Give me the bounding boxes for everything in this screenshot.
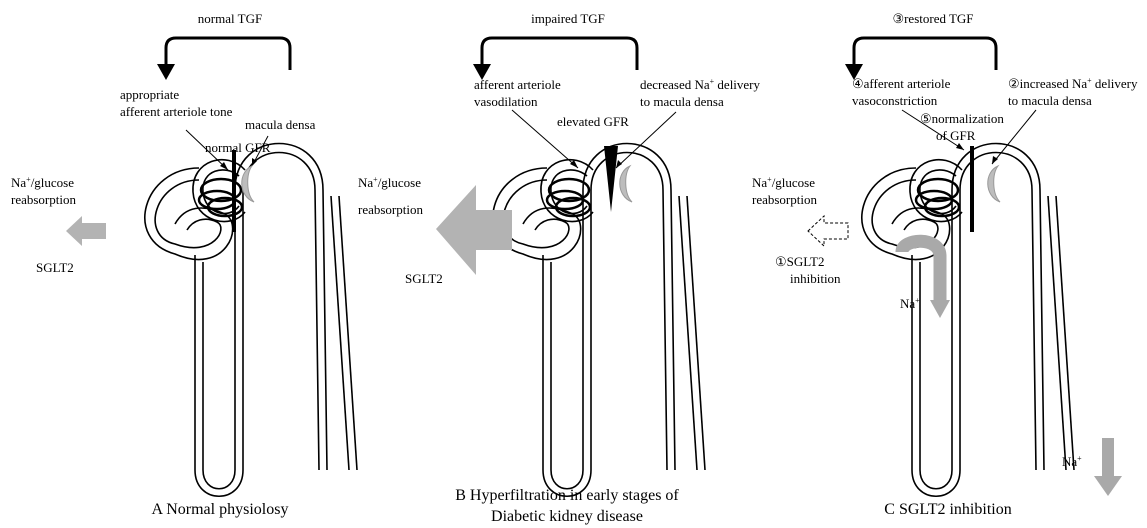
gfr-label-b: elevated GFR	[557, 114, 629, 129]
reabs-label-a-1: Na+/glucose	[11, 175, 74, 190]
nephron-c	[862, 144, 1074, 497]
excretion-arrow-shaft-c	[1102, 438, 1114, 478]
tgf-label-b: impaired TGF	[531, 11, 605, 26]
aff-label-b-1: afferent arteriole	[474, 77, 561, 92]
sglt2-label-a: SGLT2	[36, 260, 74, 275]
caption-b-2: Diabetic kidney disease	[491, 508, 643, 525]
panel-a: normal TGF appropriate afferent arteriol…	[11, 11, 357, 518]
reabs-label-b-1: Na+/glucose	[358, 175, 421, 190]
reabs-label-b-2: reabsorption	[358, 202, 423, 217]
gfr-label-c-1: ⑤normalization	[920, 111, 1004, 126]
inh-label-c-2: inhibition	[790, 271, 841, 286]
panel-b: impaired TGF afferent arteriole vasodila…	[358, 11, 761, 525]
na-label-c-2: Na+	[1062, 454, 1082, 469]
macula-densa-b	[620, 166, 632, 202]
tgf-label-c: ③restored TGF	[892, 11, 973, 26]
macula-densa-label-a: macula densa	[245, 117, 316, 132]
caption-c: C SGLT2 inhibition	[884, 501, 1011, 518]
tgf-label-a: normal TGF	[198, 11, 262, 26]
inh-label-c-1: ①SGLT2	[775, 254, 824, 269]
nephron-a	[145, 144, 357, 497]
dec-label-b-2: to macula densa	[640, 94, 724, 109]
dec-label-b-1: decreased Na+ delivery	[640, 77, 761, 92]
na-flow-arrowhead-c	[930, 300, 950, 318]
inc-label-c-1: ②increased Na+ delivery	[1008, 76, 1138, 91]
dilated-afferent-b	[604, 146, 618, 212]
reabs-label-a-2: reabsorption	[11, 192, 76, 207]
na-label-c-1: Na+	[900, 296, 920, 311]
tone-label-a-1: appropriate	[120, 87, 179, 102]
reabs-label-c-2: reabsorption	[752, 192, 817, 207]
panel-c: ③restored TGF ④afferent arteriole vasoco…	[752, 11, 1138, 518]
macula-densa-c	[988, 166, 1000, 202]
reabsorption-arrow-b	[436, 185, 512, 275]
na-flow-arrow-c	[902, 241, 940, 300]
nephron-b	[493, 144, 705, 497]
reabs-label-c-1: Na+/glucose	[752, 175, 815, 190]
caption-b-1: B Hyperfiltration in early stages of	[455, 487, 679, 504]
aff-label-c-2: vasoconstriction	[852, 93, 938, 108]
inc-label-c-2: to macula densa	[1008, 93, 1092, 108]
aff-label-c-1: ④afferent arteriole	[852, 76, 951, 91]
aff-label-b-2: vasodilation	[474, 94, 538, 109]
reduced-reabsorption-arrow-c	[808, 216, 848, 246]
gfr-label-a: normal GFR	[205, 140, 271, 155]
tone-label-a-2: afferent arteriole tone	[120, 104, 233, 119]
reabsorption-arrow-a	[66, 216, 106, 246]
excretion-arrowhead-c	[1094, 476, 1122, 496]
sglt2-label-b: SGLT2	[405, 271, 443, 286]
caption-a: A Normal physiolosy	[152, 501, 289, 518]
